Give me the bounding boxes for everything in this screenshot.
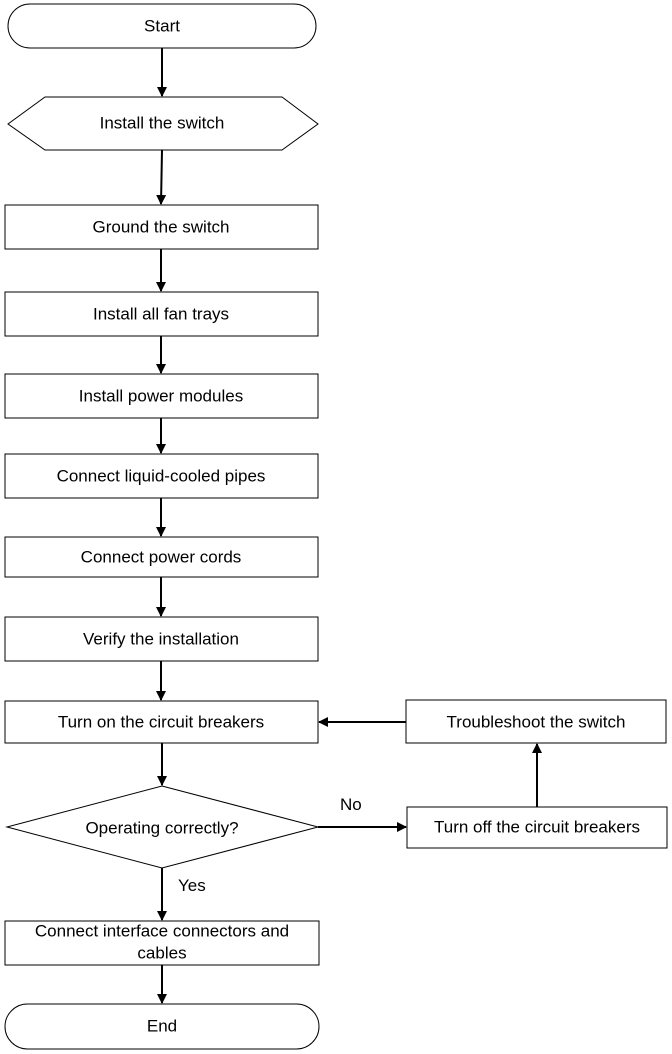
yes-branch-label: Yes [178, 876, 206, 895]
arrow-install-to-ground [156, 149, 167, 205]
ground-label: Ground the switch [92, 218, 229, 237]
connect-interface-node: Connect interface connectors and cables [4, 920, 320, 966]
troubleshoot-label: Troubleshoot the switch [447, 713, 626, 732]
end-label: End [147, 1017, 177, 1036]
fan-trays-node: Install all fan trays [4, 291, 319, 337]
turn-off-label: Turn off the circuit breakers [434, 818, 640, 837]
troubleshoot-node: Troubleshoot the switch [405, 699, 667, 744]
connect-interface-label-line2: cables [137, 944, 186, 963]
start-label: Start [144, 17, 180, 36]
power-cords-label: Connect power cords [81, 548, 242, 567]
turn-on-label: Turn on the circuit breakers [58, 713, 264, 732]
turn-on-node: Turn on the circuit breakers [4, 700, 319, 744]
end-node: End [4, 1003, 320, 1050]
power-cords-node: Connect power cords [4, 536, 319, 578]
fan-trays-label: Install all fan trays [93, 305, 229, 324]
install-switch-label: Install the switch [100, 114, 225, 133]
power-modules-node: Install power modules [4, 373, 319, 419]
install-switch-node: Install the switch [7, 96, 319, 151]
decision-node: Operating correctly? [5, 785, 320, 869]
verify-node: Verify the installation [4, 616, 319, 662]
ground-node: Ground the switch [4, 204, 319, 250]
verify-label: Verify the installation [83, 630, 239, 649]
start-node: Start [7, 3, 317, 49]
liquid-pipes-label: Connect liquid-cooled pipes [57, 467, 266, 486]
no-branch-label: No [340, 795, 362, 814]
decision-label: Operating correctly? [85, 819, 238, 838]
connect-interface-label-line1: Connect interface connectors and [35, 922, 289, 941]
liquid-pipes-node: Connect liquid-cooled pipes [4, 453, 319, 499]
power-modules-label: Install power modules [79, 387, 243, 406]
turn-off-node: Turn off the circuit breakers [406, 806, 668, 849]
